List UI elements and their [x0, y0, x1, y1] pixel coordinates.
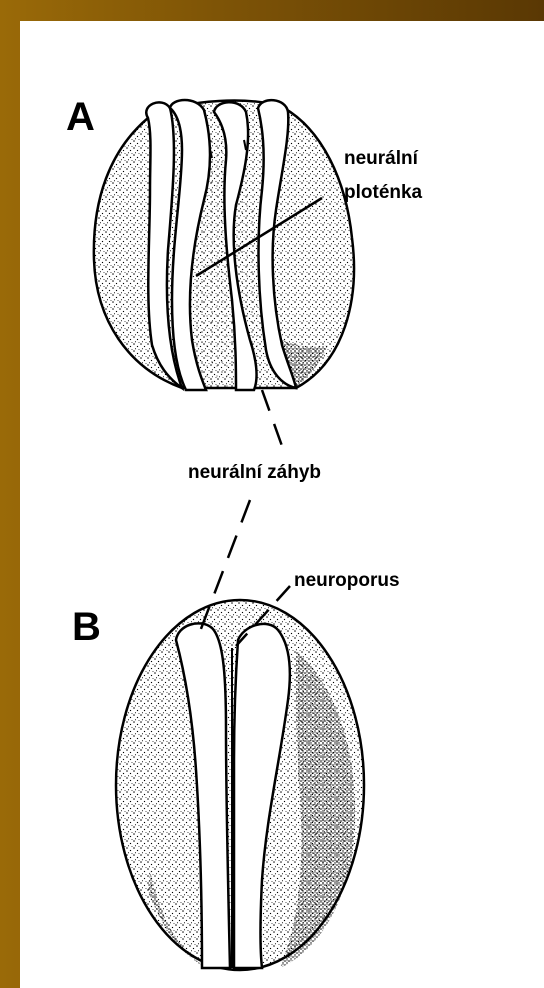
label-neural-fold: neurální záhyb	[188, 462, 321, 483]
embryo-b	[116, 600, 364, 970]
label-neuroporus: neuroporus	[294, 570, 400, 591]
embryo-a	[94, 100, 354, 390]
label-a: A	[66, 95, 95, 139]
label-neural-plate-line2: ploténka	[344, 182, 423, 203]
label-neural-plate-line1: neurální	[344, 148, 419, 169]
label-b: B	[72, 605, 101, 649]
pointer-neural-fold-a	[262, 390, 282, 446]
